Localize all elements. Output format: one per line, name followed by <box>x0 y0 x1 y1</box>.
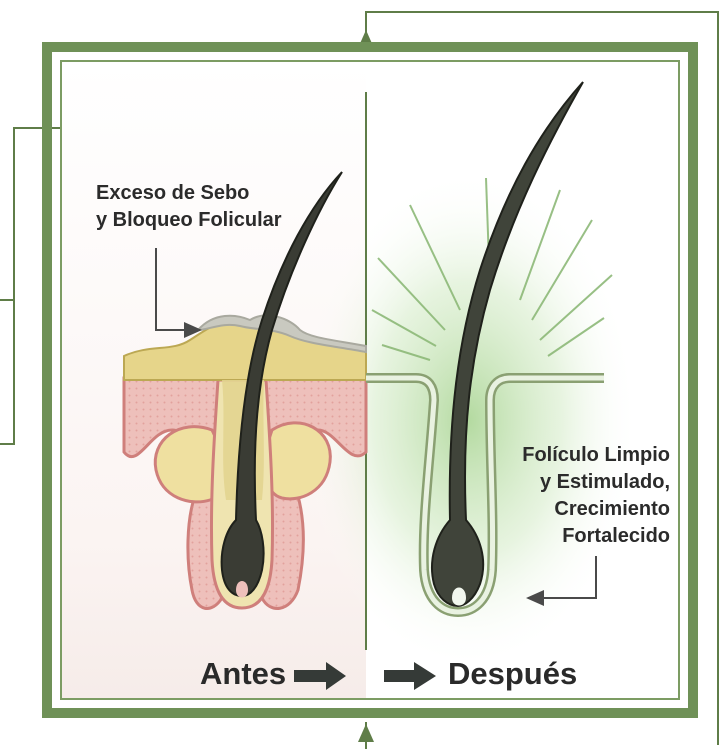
blocked-follicle-label: Exceso de Sebo y Bloqueo Folicular <box>96 180 282 234</box>
hair-bulb-before <box>236 581 248 598</box>
despues-label: Después <box>448 656 577 692</box>
label-line: y Estimulado, <box>470 469 670 496</box>
label-line: Exceso de Sebo <box>96 180 282 207</box>
label-line: Folículo Limpio <box>470 442 670 469</box>
label-line: Crecimiento <box>470 496 670 523</box>
label-line: y Bloqueo Folicular <box>96 207 282 234</box>
label-line: Fortalecido <box>470 523 670 550</box>
antes-label: Antes <box>200 656 286 692</box>
healthy-follicle-label: Folículo Limpio y Estimulado, Crecimient… <box>470 442 670 550</box>
